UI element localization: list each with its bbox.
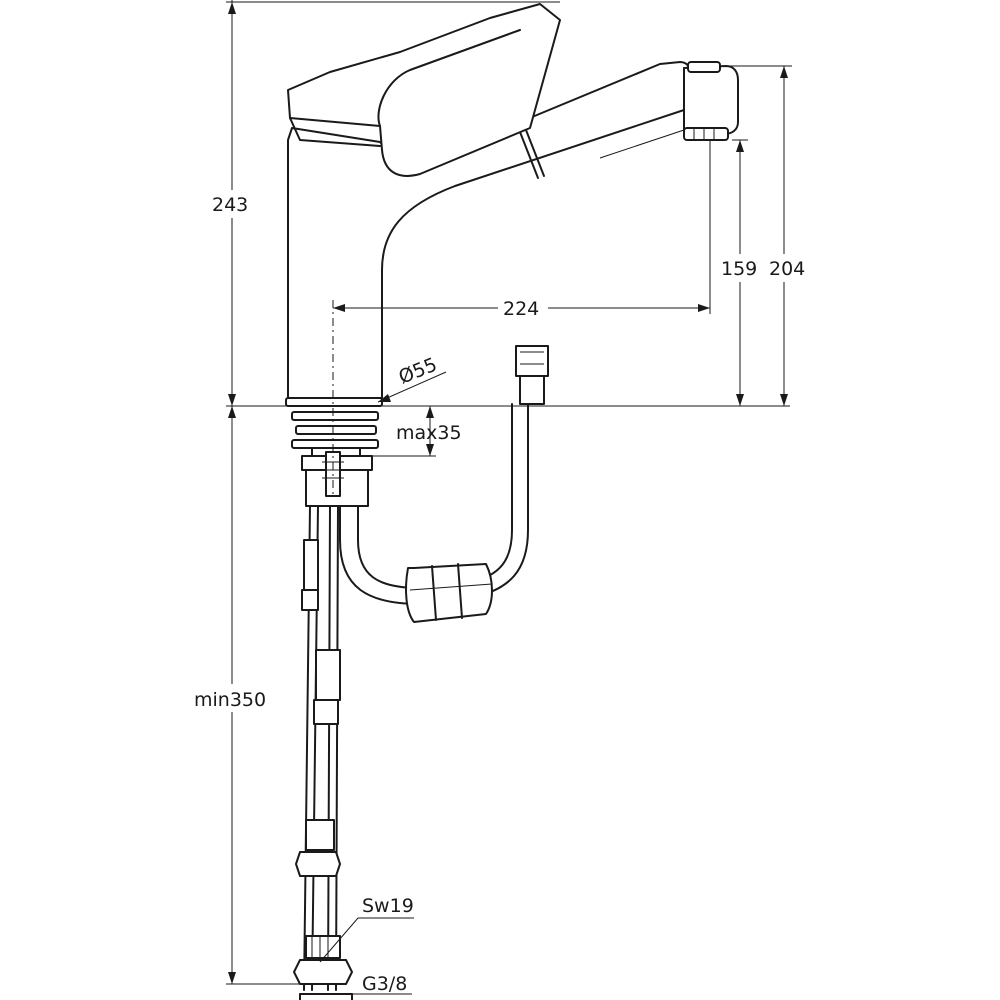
dim-body-diameter: Ø55 (396, 354, 441, 389)
dim-wrench-size: Sw19 (362, 895, 414, 917)
dim-min-hose-length: min350 (194, 689, 266, 711)
dim-spout-top-height: 204 (769, 258, 805, 280)
lever-handle (287, 3, 561, 177)
dim-max-deck-thickness: max35 (396, 422, 462, 444)
dimension-arrows (228, 2, 788, 984)
supply-hoses (293, 505, 353, 1000)
aerator-head (683, 61, 739, 141)
pullout-hose (339, 345, 549, 623)
dim-total-height: 243 (212, 194, 248, 216)
dim-connection-thread: G3/8 (362, 973, 407, 995)
dim-spout-reach: 224 (503, 298, 539, 320)
base-mounting (285, 397, 383, 507)
dimension-labels: 243 159 204 224 Ø55 max35 min350 Sw19 G3… (190, 190, 810, 995)
dim-aerator-height: 159 (721, 258, 757, 280)
